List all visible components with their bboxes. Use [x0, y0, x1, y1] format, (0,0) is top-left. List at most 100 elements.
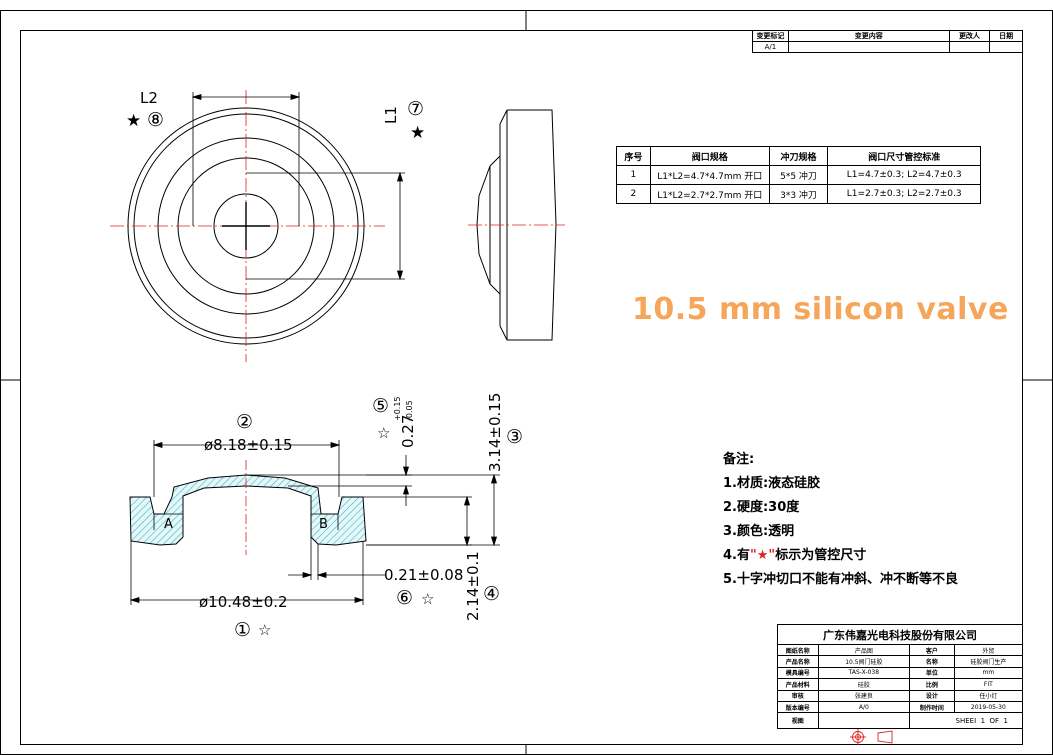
title-block-row: 产品名称 10.5阀门硅胶 名称 硅胶阀门生产	[777, 655, 1024, 668]
note-4-mark: "★"	[749, 548, 776, 563]
tb-key: 比例	[909, 678, 955, 691]
spec-header-row: 序号 阀口规格 冲刀规格 阀口尺寸管控标准	[616, 146, 981, 166]
dim-outer-diameter-text: ø10.48±0.2	[199, 593, 288, 611]
star-filled-8: ★	[126, 111, 141, 131]
dim-top-thickness-plus: +0.15	[393, 396, 402, 421]
star-open-1: ☆	[258, 621, 271, 639]
tb-value: TAS-X-038	[817, 666, 911, 680]
tb-value: mm	[953, 666, 1024, 680]
tb-value: 张建良	[817, 689, 911, 702]
rev-header-date: 日期	[989, 30, 1023, 42]
view-symbol-cell	[817, 712, 911, 730]
spec-cell: L1*L2=2.7*2.7mm 开口	[649, 184, 770, 204]
sheet-info: SHEEI 1 OF 1	[909, 712, 1023, 730]
side-view	[468, 109, 565, 341]
tb-key: 审核	[777, 689, 819, 702]
tb-value: 外贸	[953, 643, 1024, 657]
title-block-row: 模具编号 TAS-X-038 单位 mm	[777, 666, 1024, 680]
tb-key: 客户	[909, 643, 955, 657]
rev-header-person: 更改人	[948, 30, 991, 42]
top-view: L2 ★ ⑧ L1 ⑦ ★	[110, 89, 425, 362]
spec-row: 2 L1*L2=2.7*2.7mm 开口 3*3 冲刀 L1=2.7±0.3; …	[616, 184, 981, 204]
callout-4: ④	[483, 583, 500, 605]
dim-total-height	[366, 473, 500, 547]
rev-cell: A/1	[752, 41, 789, 53]
tb-key: 模具编号	[777, 666, 819, 680]
revision-table: 变更标记 变更内容 更改人 日期 A/1	[752, 30, 1023, 53]
note-item: 5.十字冲切口不能有冲斜、冲不断等不良	[723, 572, 958, 587]
title-block-row: 版本编号 A/0 制作时间 2019-05-30	[777, 700, 1024, 714]
revision-row: A/1	[752, 41, 1023, 53]
note-4-suffix: 标示为管控尺寸	[775, 548, 867, 563]
star-open-5: ☆	[377, 424, 390, 442]
tb-value: 10.5阀门硅胶	[817, 655, 911, 668]
section-hatch	[129, 474, 367, 546]
tb-key: 产品名称	[777, 655, 819, 668]
tb-value: FIT	[953, 678, 1024, 691]
company-row: 广东伟嘉光电科技股份有限公司	[777, 624, 1023, 645]
tb-value: 硅胶阀门生产	[953, 655, 1024, 668]
spec-cell: L1=4.7±0.3; L2=4.7±0.3	[827, 165, 981, 185]
title-block-row: 产品材料 硅胶 比例 FIT	[777, 678, 1024, 691]
dim-top-thickness-minus: -0.05	[405, 400, 414, 421]
tb-value: 2019-05-30	[953, 700, 1024, 714]
spec-cell: 3*3 冲刀	[768, 184, 829, 204]
spec-row: 1 L1*L2=4.7*4.7mm 开口 5*5 冲刀 L1=4.7±0.3; …	[616, 165, 981, 185]
callout-5: ⑤	[372, 395, 389, 417]
product-title: 10.5 mm silicon valve	[632, 292, 1009, 327]
spec-header-standard: 阀口尺寸管控标准	[827, 146, 981, 166]
sheet-total: 1	[1003, 716, 1008, 725]
view-symbol-icon	[850, 729, 893, 745]
dim-outer-diameter	[129, 541, 365, 605]
dim-gap	[288, 537, 385, 580]
title-block: 广东伟嘉光电科技股份有限公司 图纸名称 产品图 客户 外贸 产品名称 10.5阀…	[777, 624, 1024, 730]
tb-value: 硅胶	[817, 678, 911, 691]
tb-key: 设计	[909, 689, 955, 702]
sheet-num: 1	[980, 716, 986, 725]
dim-gap-text: 0.21±0.08	[384, 566, 463, 584]
tb-key: 版本编号	[777, 700, 819, 714]
spec-table: 序号 阀口规格 冲刀规格 阀口尺寸管控标准 1 L1*L2=4.7*4.7mm …	[616, 146, 981, 204]
l1-label: L1	[382, 106, 400, 124]
note-item-4: 4.有"★"标示为管控尺寸	[723, 544, 958, 568]
note-item: 1.材质:液态硅胶	[723, 476, 821, 491]
view-label: 视图	[777, 712, 819, 730]
l2-dimension	[191, 92, 301, 226]
callout-1: ①	[234, 619, 251, 641]
dim-top-thickness-text: 0.27	[399, 415, 417, 448]
spec-header-punch: 冲刀规格	[768, 146, 829, 166]
section-view: A B ø8.18±0.15 ② ø10.48±0.2 ① ☆	[129, 393, 523, 641]
tb-key: 单位	[909, 666, 955, 680]
callout-3: ③	[506, 426, 523, 448]
sheet-of: OF	[989, 716, 1000, 725]
tb-value: A/0	[817, 700, 911, 714]
notes-heading: 备注:	[723, 452, 755, 467]
star-filled-7: ★	[410, 123, 425, 143]
tb-value: 产品图	[817, 643, 911, 657]
revision-header-row: 变更标记 变更内容 更改人 日期	[752, 30, 1023, 42]
star-open-6: ☆	[421, 590, 434, 608]
callout-2: ②	[236, 411, 253, 433]
tb-key: 产品材料	[777, 678, 819, 691]
rev-cell	[787, 41, 950, 53]
tb-value: 任小灯	[953, 689, 1024, 702]
spec-cell: L1=2.7±0.3; L2=2.7±0.3	[827, 184, 981, 204]
dim-base-height	[363, 495, 472, 547]
company-name: 广东伟嘉光电科技股份有限公司	[777, 624, 1023, 645]
dim-total-height-text: 3.14±0.15	[486, 393, 504, 472]
callout-6: ⑥	[396, 587, 413, 609]
rev-cell	[948, 41, 991, 53]
l1-dimension	[246, 171, 405, 281]
spec-cell: 1	[616, 165, 651, 185]
point-a: A	[164, 517, 173, 532]
spec-cell: 5*5 冲刀	[768, 165, 829, 185]
callout-8: ⑧	[147, 109, 164, 131]
rev-header-content: 变更内容	[787, 30, 950, 42]
note-item: 2.硬度:30度	[723, 500, 800, 515]
dim-inner-diameter	[152, 440, 341, 497]
cross-slit	[222, 202, 270, 250]
sheet-label: SHEEI	[955, 716, 977, 725]
dim-base-height-text: 2.14±0.1	[464, 551, 482, 621]
point-b: B	[319, 517, 328, 532]
